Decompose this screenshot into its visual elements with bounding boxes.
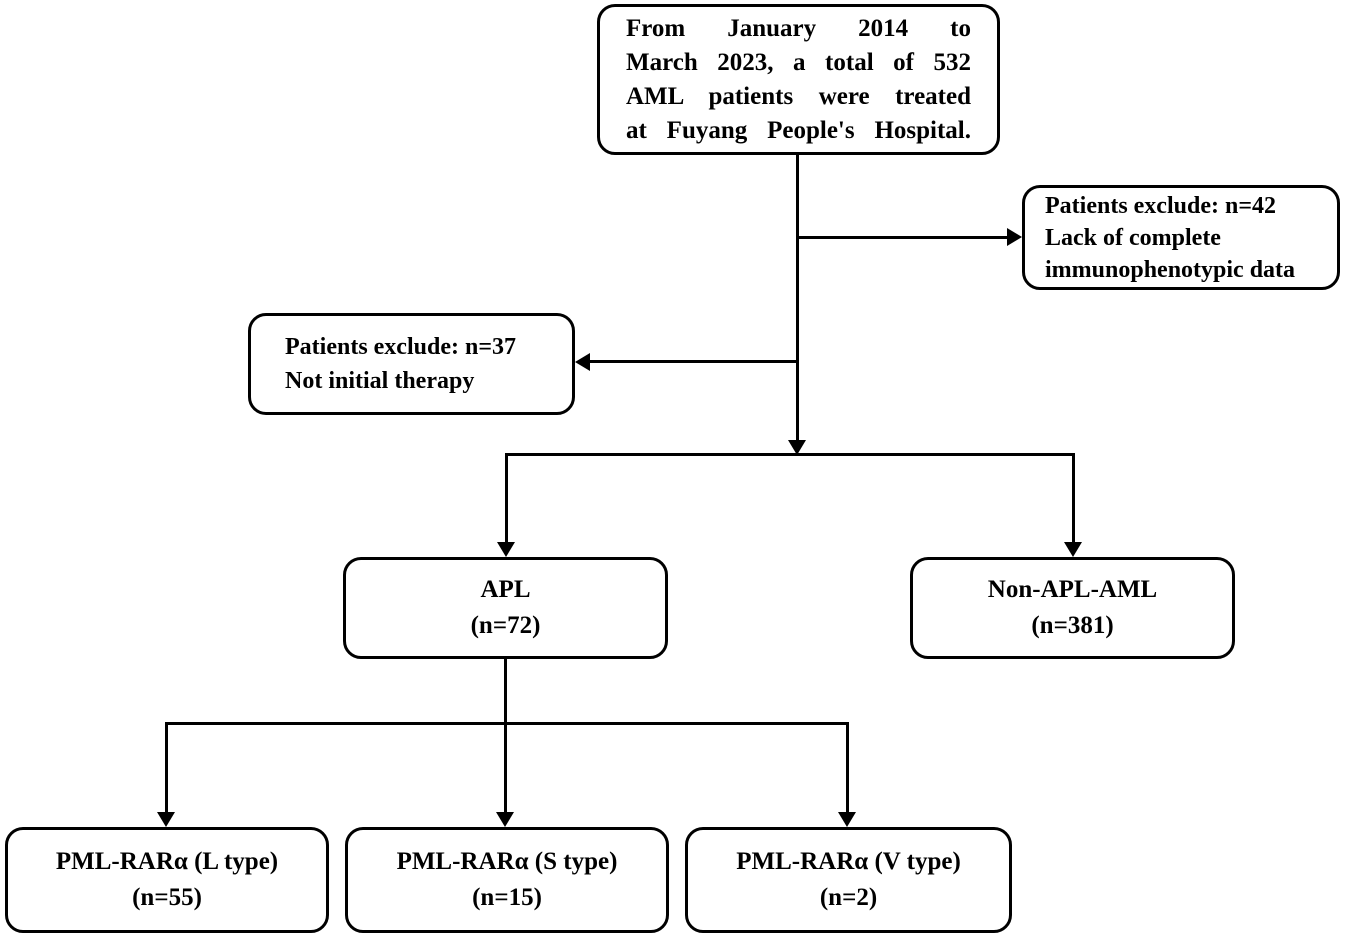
- exclusion-not-initial-therapy-box: Patients exclude: n=37 Not initial thera…: [248, 313, 575, 415]
- arrow-down: [157, 812, 175, 827]
- arrow-left: [575, 353, 590, 371]
- arrow-down: [838, 812, 856, 827]
- non-apl-aml-group-box: Non-APL-AML (n=381): [910, 557, 1235, 659]
- connector-line: [165, 722, 849, 725]
- box-text-line: (n=381): [1031, 612, 1114, 639]
- connector-line: [505, 453, 1075, 456]
- arrow-down: [496, 812, 514, 827]
- arrow-right: [1007, 228, 1022, 246]
- source-population-box: From January 2014 to March 2023, a total…: [597, 4, 1000, 155]
- connector-line: [588, 360, 797, 363]
- box-text-line: Patients exclude: n=37: [285, 334, 516, 360]
- exclusion-immunophenotype-box: Patients exclude: n=42 Lack of complete …: [1022, 185, 1340, 290]
- box-text-line: Not initial therapy: [285, 368, 475, 394]
- connector-line: [504, 659, 507, 812]
- box-text-line: PML-RARα (S type): [396, 848, 618, 875]
- pml-rara-l-type-box: PML-RARα (L type) (n=55): [5, 827, 329, 933]
- connector-line: [797, 236, 1009, 239]
- box-text-line: AML patients were treated: [626, 82, 971, 110]
- arrow-down: [1064, 542, 1082, 557]
- apl-group-box: APL (n=72): [343, 557, 668, 659]
- box-text-line: March 2023, a total of 532: [626, 48, 971, 76]
- box-text-line: PML-RARα (V type): [736, 848, 961, 875]
- connector-line: [505, 453, 508, 542]
- arrow-down: [497, 542, 515, 557]
- connector-line: [165, 722, 168, 812]
- box-text-line: From January 2014 to: [626, 14, 971, 42]
- connector-line: [796, 154, 799, 442]
- box-text-line: (n=15): [472, 884, 542, 911]
- connector-line: [1072, 453, 1075, 542]
- box-text-line: (n=72): [470, 612, 541, 639]
- box-text-line: (n=2): [819, 884, 878, 911]
- pml-rara-v-type-box: PML-RARα (V type) (n=2): [685, 827, 1012, 933]
- box-text-line: APL: [480, 576, 531, 603]
- box-text-line: PML-RARα (L type): [55, 848, 279, 875]
- box-text-line: Non-APL-AML: [987, 576, 1158, 603]
- connector-line: [846, 722, 849, 812]
- pml-rara-s-type-box: PML-RARα (S type) (n=15): [345, 827, 669, 933]
- arrow-down: [788, 440, 806, 455]
- box-text-line: at Fuyang People's Hospital.: [626, 116, 971, 144]
- box-text-line: Patients exclude: n=42: [1045, 192, 1276, 219]
- box-text-line: immunophenotypic data: [1045, 256, 1296, 283]
- box-text-line: Lack of complete: [1045, 224, 1221, 251]
- box-text-line: (n=55): [132, 884, 202, 911]
